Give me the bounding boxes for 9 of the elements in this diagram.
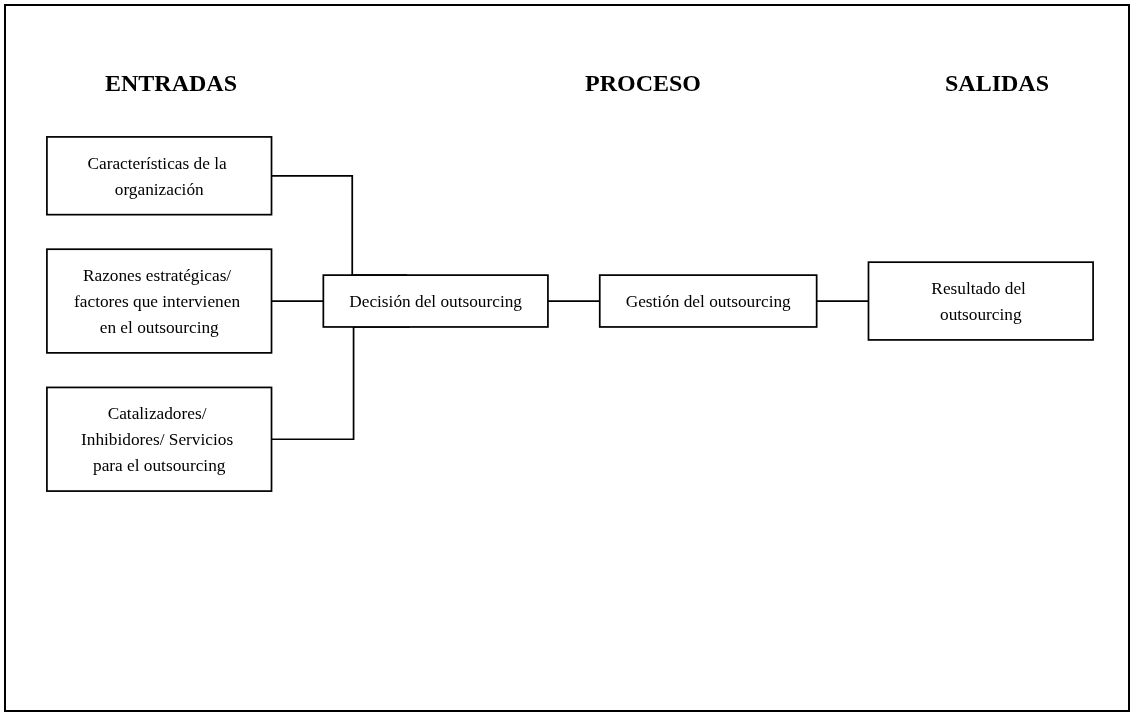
column-heading: PROCESO <box>585 70 701 97</box>
node-box: Gestión del outsourcing <box>598 274 818 328</box>
column-heading: SALIDAS <box>945 70 1050 97</box>
node-box: Decisión del outsourcing <box>322 274 549 328</box>
node-box: Catalizadores/ Inhibidores/ Servicios para el outsourcing <box>46 386 273 492</box>
node-box: Características de la organización <box>46 136 273 216</box>
column-heading: ENTRADAS <box>105 70 238 97</box>
node-box: Razones estratégicas/ factores que intervienen en el outsourcing <box>46 248 273 354</box>
node-box: Resultado del outsourcing <box>867 261 1094 341</box>
